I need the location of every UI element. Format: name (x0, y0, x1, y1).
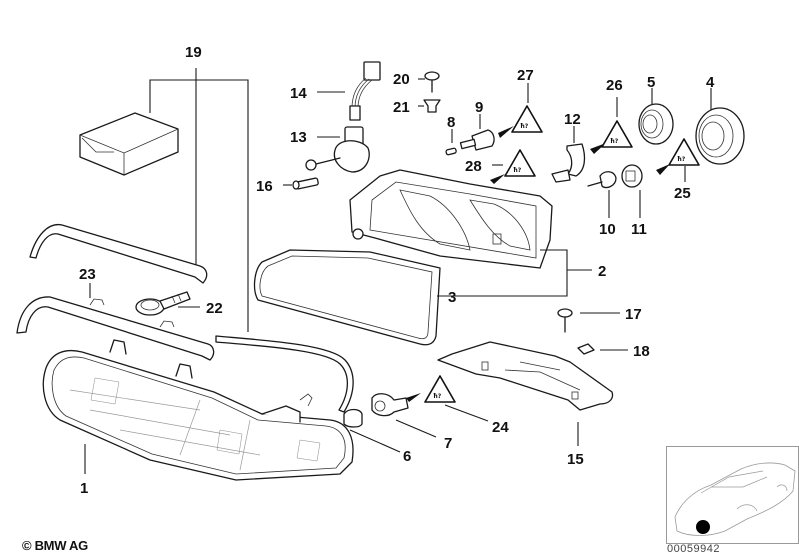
part-13-adjusting-motor[interactable] (305, 126, 370, 173)
callout-27[interactable]: 27 (517, 67, 534, 84)
part-21-expanding-nut[interactable] (418, 99, 441, 113)
reference-number: 00059942 (667, 543, 720, 555)
callout-7[interactable]: 7 (444, 435, 452, 452)
part-3-gasket[interactable] (253, 249, 441, 346)
part-26-warning-label[interactable]: ħ? (601, 97, 633, 148)
part-24-warning-label[interactable]: ħ? (406, 375, 489, 422)
svg-text:ħ?: ħ? (520, 123, 529, 130)
part-4-rubber-cap-large[interactable] (695, 88, 745, 165)
part-8-pin[interactable] (445, 129, 457, 156)
callout-4[interactable]: 4 (706, 74, 715, 91)
callout-25[interactable]: 25 (674, 185, 691, 202)
part-27-warning-label[interactable]: ħ? (511, 83, 543, 133)
location-marker-icon (696, 520, 710, 534)
svg-text:ħ?: ħ? (433, 393, 442, 400)
callout-1[interactable]: 1 (80, 480, 88, 497)
callout-11[interactable]: 11 (631, 221, 647, 238)
callout-5[interactable]: 5 (647, 74, 655, 91)
part-12-angled-connector[interactable] (551, 126, 606, 183)
svg-text:ħ?: ħ? (513, 167, 522, 174)
callout-2[interactable]: 2 (598, 263, 606, 280)
callout-17[interactable]: 17 (625, 306, 642, 323)
callout-6[interactable]: 6 (403, 448, 411, 465)
callout-24[interactable]: 24 (492, 419, 509, 436)
callout-13[interactable]: 13 (290, 129, 307, 146)
part-7-bulb-socket[interactable] (371, 393, 437, 438)
part-11-bulb-socket[interactable] (621, 164, 643, 218)
callout-10[interactable]: 10 (599, 221, 616, 238)
part-6-turn-signal-bulb[interactable] (343, 408, 401, 453)
part-20-screw[interactable] (418, 71, 440, 93)
callout-20[interactable]: 20 (393, 71, 410, 88)
callout-22[interactable]: 22 (206, 300, 223, 317)
part-9-bulb-holder[interactable] (459, 114, 514, 151)
callout-14[interactable]: 14 (290, 85, 307, 102)
callout-23[interactable]: 23 (79, 266, 96, 283)
callout-15[interactable]: 15 (567, 451, 584, 468)
callout-3[interactable]: 3 (448, 289, 456, 306)
vehicle-locator-inset (666, 446, 799, 544)
part-18-clip-nut[interactable] (577, 343, 628, 355)
part-2-reflector-housing[interactable] (349, 169, 592, 297)
part-17-hex-screw[interactable] (557, 308, 620, 333)
part-28-warning-label[interactable]: ħ? (490, 149, 536, 184)
callout-labels: 19 14 13 16 20 21 8 9 27 28 12 26 5 4 25… (79, 44, 715, 497)
upper-trim-strip (29, 224, 208, 284)
part-16-screw[interactable] (283, 177, 319, 190)
callout-28[interactable]: 28 (465, 158, 482, 175)
callout-18[interactable]: 18 (633, 343, 650, 360)
side-trim-strip (215, 335, 354, 413)
part-10-halogen-bulb[interactable] (587, 171, 617, 218)
copyright-notice: © BMW AG (22, 538, 88, 553)
callout-19[interactable]: 19 (185, 44, 202, 61)
callout-26[interactable]: 26 (606, 77, 623, 94)
svg-text:ħ?: ħ? (677, 156, 686, 163)
part-19-repair-kit[interactable] (79, 68, 249, 332)
callout-9[interactable]: 9 (475, 99, 483, 116)
svg-text:ħ?: ħ? (610, 138, 619, 145)
callout-12[interactable]: 12 (564, 111, 581, 128)
part-25-warning-label[interactable]: ħ? (656, 138, 700, 182)
callout-21[interactable]: 21 (393, 99, 410, 116)
callout-16[interactable]: 16 (256, 178, 273, 195)
part-23-trim-strip[interactable] (16, 296, 215, 361)
part-5-rubber-cap-small[interactable] (638, 88, 674, 145)
part-14-wiring-connector[interactable] (317, 61, 381, 121)
car-outline-icon (674, 462, 796, 536)
callout-8[interactable]: 8 (447, 114, 455, 131)
part-22-grommet[interactable] (135, 291, 191, 316)
part-15-support-bracket[interactable] (437, 341, 614, 446)
part-1-headlight-housing[interactable] (42, 339, 354, 481)
